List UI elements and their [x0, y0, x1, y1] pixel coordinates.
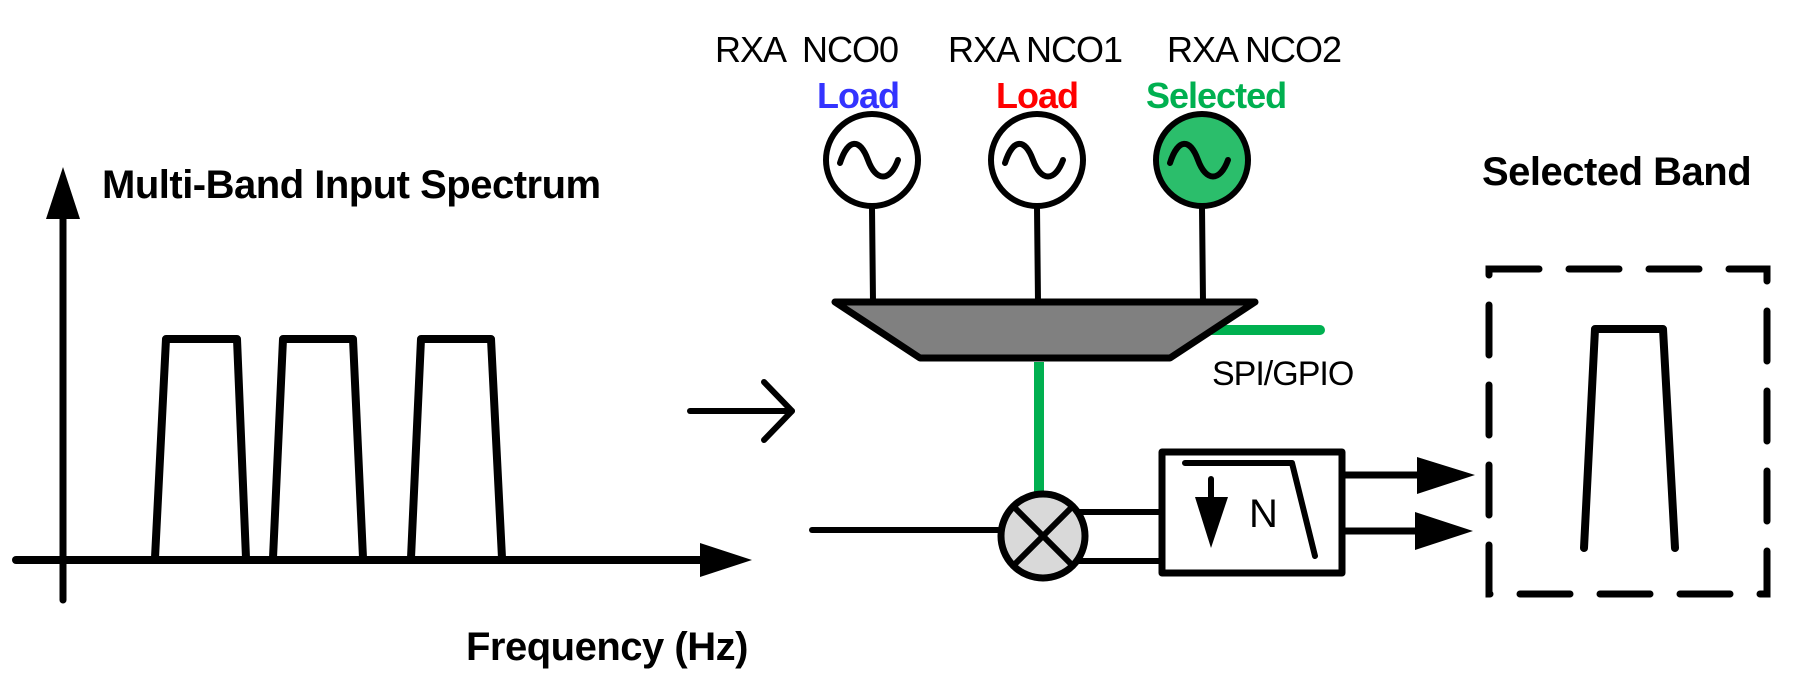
selected-band-title: Selected Band — [1482, 150, 1751, 194]
nco1-status: Load — [996, 75, 1078, 116]
band-red — [269, 335, 367, 562]
nco1-oscillator — [988, 111, 1086, 305]
sine-wave-icon — [837, 140, 901, 180]
decimation-filter: N — [1158, 448, 1346, 577]
spectrum-axes — [12, 167, 752, 604]
nco2-oscillator — [1153, 111, 1251, 305]
input-spectrum-title: Multi-Band Input Spectrum — [102, 163, 601, 207]
lowpass-icon — [1182, 460, 1318, 559]
down-arrowhead-icon — [1195, 497, 1228, 548]
flow-arrow — [687, 379, 795, 443]
decimator-box — [1158, 448, 1346, 577]
input-bands — [151, 335, 506, 562]
mixer — [997, 490, 1089, 582]
nco2-status: Selected — [1146, 75, 1286, 116]
x-axis-arrowhead — [700, 543, 752, 577]
y-axis-arrowhead — [46, 167, 80, 219]
nco1-label: RXA NCO1 — [948, 29, 1122, 70]
nco2-label: RXA NCO2 — [1167, 29, 1341, 70]
nco0-label: RXA NCO0 — [715, 29, 898, 70]
band-green — [407, 335, 506, 562]
band-blue — [151, 335, 250, 562]
x-axis-label: Frequency (Hz) — [466, 625, 748, 669]
sine-wave-icon — [1002, 140, 1066, 180]
oscillator-icon — [823, 111, 921, 209]
selected-band-shape — [1580, 325, 1679, 552]
nco-mux — [831, 298, 1259, 362]
nco0-oscillator — [823, 111, 921, 305]
output-arrows — [1338, 457, 1475, 550]
decimation-factor: N — [1249, 492, 1278, 536]
oscillator-icon — [1153, 111, 1251, 209]
selected-band-frame — [1485, 265, 1771, 598]
sine-wave-icon — [1167, 140, 1231, 180]
oscillator-icon — [988, 111, 1086, 209]
nco0-status: Load — [817, 75, 899, 116]
control-label: SPI/GPIO — [1212, 355, 1353, 393]
